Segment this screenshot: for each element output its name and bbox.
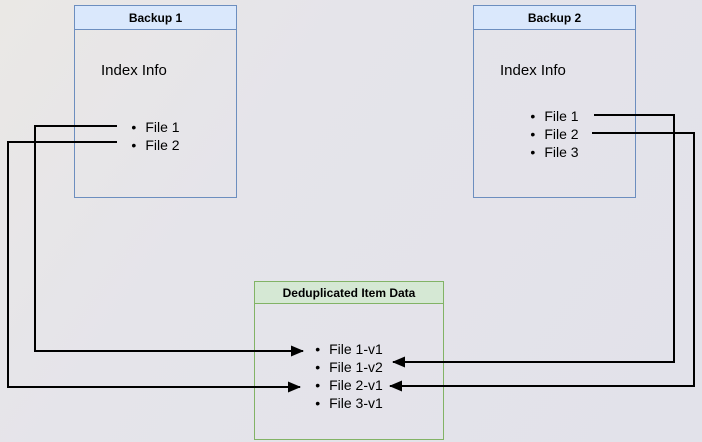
- list-item: File 2: [530, 125, 578, 143]
- list-item: File 3-v1: [315, 394, 383, 412]
- backup2-header: Backup 2: [474, 6, 635, 30]
- backup2-file-list: File 1File 2File 3: [530, 107, 578, 161]
- backup1-index-info-label: Index Info: [101, 62, 167, 79]
- list-item: File 2-v1: [315, 376, 383, 394]
- list-item: File 3: [530, 143, 578, 161]
- dedup-title: Deduplicated Item Data: [282, 285, 416, 300]
- list-item: File 2: [131, 136, 179, 154]
- list-item: File 1: [131, 118, 179, 136]
- backup1-title: Backup 1: [128, 10, 183, 25]
- dedup-item-list: File 1-v1File 1-v2File 2-v1File 3-v1: [315, 340, 383, 412]
- dedup-box: Deduplicated Item Data File 1-v1File 1-v…: [254, 281, 444, 440]
- backup2-title: Backup 2: [527, 10, 582, 25]
- list-item: File 1: [530, 107, 578, 125]
- backup1-box: Backup 1 Index Info File 1File 2: [74, 5, 237, 198]
- backup2-box: Backup 2 Index Info File 1File 2File 3: [473, 5, 636, 198]
- backup1-file-list: File 1File 2: [131, 118, 179, 154]
- backup1-header: Backup 1: [75, 6, 236, 30]
- list-item: File 1-v2: [315, 358, 383, 376]
- dedup-header: Deduplicated Item Data: [255, 282, 443, 304]
- list-item: File 1-v1: [315, 340, 383, 358]
- backup2-index-info-label: Index Info: [500, 62, 566, 79]
